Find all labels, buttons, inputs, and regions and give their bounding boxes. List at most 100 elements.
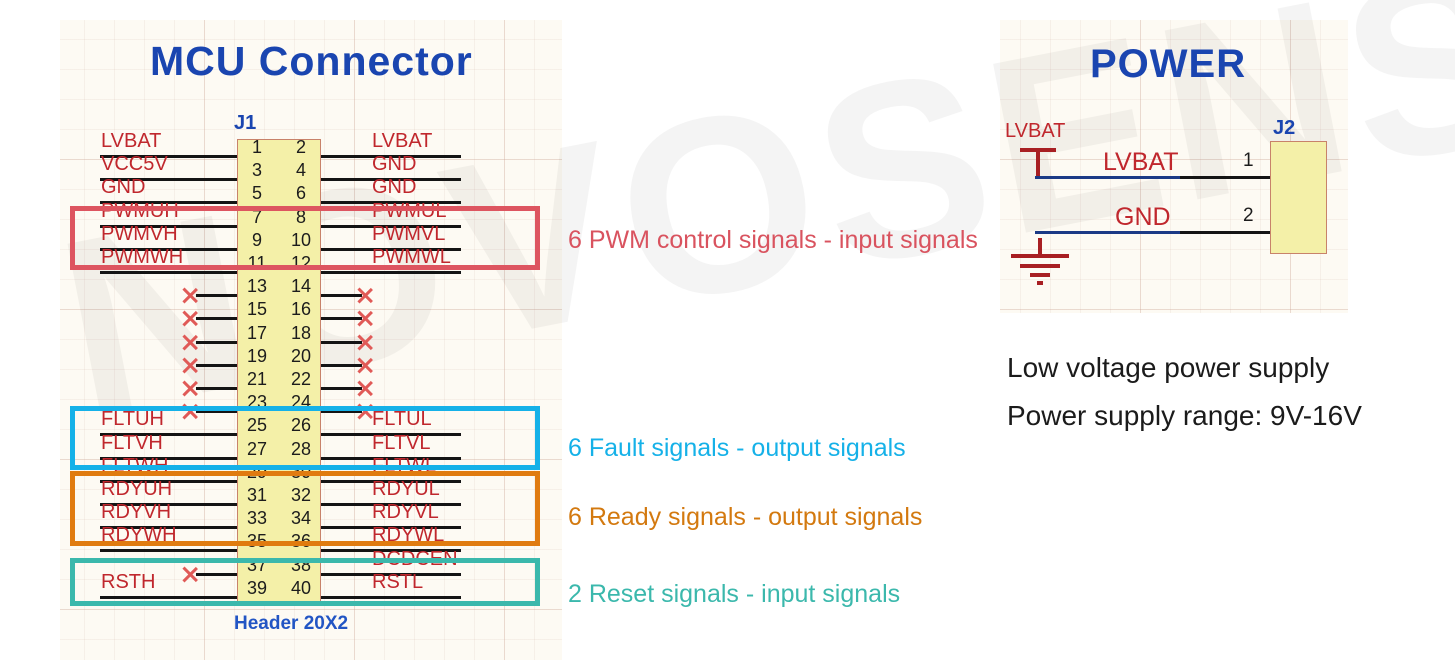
j1-pin-number-17: 17: [246, 322, 268, 343]
j1-part-label: Header 20X2: [234, 613, 349, 634]
j1-wire-left-9: [100, 247, 237, 251]
j1-pin-number-13: 13: [246, 276, 268, 297]
j1-pin-number-20: 20: [290, 345, 312, 366]
j1-pin-number-9: 9: [251, 229, 262, 250]
net-label-pwmvl: PWMVL: [372, 222, 446, 245]
j1-pin-number-15: 15: [246, 299, 268, 320]
j1-wire-right-30: [321, 479, 461, 483]
highlight-box-ready: [70, 471, 540, 546]
gnd-net-wire: [1035, 231, 1242, 234]
j1-pin-number-19: 19: [246, 345, 268, 366]
annotation-pwm: 6 PWM control signals - input signals: [568, 226, 978, 254]
j1-pin-number-33: 33: [246, 508, 268, 529]
j2-pin-2-number: 2: [1243, 205, 1254, 226]
j1-pin-number-18: 18: [290, 322, 312, 343]
highlight-box-fault: [70, 406, 540, 470]
j1-pin-number-2: 2: [295, 137, 306, 157]
j1-wire-right-22: [321, 387, 362, 390]
j1-wire-right-10: [321, 247, 461, 251]
gnd-ground-symbol: [1005, 238, 1075, 285]
j1-pin-number-8: 8: [295, 206, 306, 227]
j1-pin-number-39: 39: [246, 577, 268, 598]
lvbat-power-symbol: [1013, 148, 1063, 180]
j1-wire-right-34: [321, 526, 461, 530]
j1-wire-left-15: [196, 317, 237, 321]
lvbat-net-wire: [1035, 176, 1242, 179]
net-label-vcc5v: VCC5V: [101, 153, 168, 176]
net-label-fltul: FLTUL: [372, 408, 432, 431]
j1-pin-number-6: 6: [295, 183, 306, 204]
j1-wire-left-17: [196, 340, 237, 344]
j1-pin-number-7: 7: [251, 206, 262, 227]
j1-wire-left-11: [100, 271, 237, 274]
j1-wire-right-24: [321, 410, 362, 414]
j1-pin-number-22: 22: [290, 369, 312, 389]
j1-connector-body: [237, 139, 321, 602]
gnd-pin-wire: [1180, 231, 1270, 234]
j1-wire-right-6: [321, 201, 461, 205]
j1-wire-right-38: [321, 572, 461, 576]
j1-pin-number-27: 27: [246, 438, 268, 459]
j1-wire-left-23: [196, 410, 237, 414]
j1-wire-right-28: [321, 456, 461, 460]
j1-wire-right-16: [321, 317, 362, 321]
j1-wire-left-1: [100, 155, 237, 158]
annotation-reset: 2 Reset signals - input signals: [568, 580, 901, 608]
j1-pin-number-32: 32: [290, 485, 312, 505]
net-label-rdyvl: RDYVL: [372, 501, 439, 524]
j2-refdes-label: J2: [1273, 117, 1296, 139]
j1-wire-right-36: [321, 549, 461, 553]
j1-refdes-label: J1: [234, 112, 257, 134]
net-label-pwmwh: PWMWH: [101, 246, 184, 268]
j1-wire-left-33: [100, 526, 237, 530]
lvbat-port-label: LVBAT: [1005, 120, 1066, 142]
net-label-fltvh: FLTVH: [101, 431, 163, 454]
j1-wire-left-21: [196, 387, 237, 390]
j1-pin-number-28: 28: [290, 438, 312, 459]
j1-wire-right-40: [321, 595, 461, 599]
j1-wire-left-39: [100, 595, 237, 599]
j1-wire-left-7: [100, 224, 237, 228]
j1-wire-right-4: [321, 178, 461, 182]
j1-wire-right-12: [321, 271, 461, 274]
j1-pin-number-40: 40: [290, 577, 312, 598]
j1-wire-left-31: [100, 503, 237, 506]
net-label-rdyvh: RDYVH: [101, 501, 172, 524]
j1-wire-left-37: [196, 572, 237, 576]
j1-wire-right-8: [321, 224, 461, 228]
j1-wire-left-29: [100, 479, 237, 483]
power-note-line-2: Power supply range: 9V-16V: [1007, 400, 1362, 431]
j1-wire-right-2: [321, 155, 461, 158]
j1-wire-left-27: [100, 456, 237, 460]
net-label-pwmvh: PWMVH: [101, 222, 178, 245]
annotation-ready: 6 Ready signals - output signals: [568, 503, 923, 531]
net-label-lvbat: LVBAT: [101, 130, 162, 152]
net-label-gnd: GND: [372, 176, 417, 199]
j2-connector-body: [1270, 141, 1327, 254]
j1-pin-number-25: 25: [246, 415, 268, 436]
j1-pin-number-4: 4: [295, 160, 306, 181]
net-label-fltuh: FLTUH: [101, 408, 164, 431]
net-label-rdyuh: RDYUH: [101, 478, 173, 500]
j1-wire-left-5: [100, 201, 237, 205]
j1-pin-number-10: 10: [290, 229, 312, 250]
lvbat-net-label: LVBAT: [1103, 148, 1179, 176]
j1-wire-left-19: [196, 363, 237, 367]
j1-wire-right-26: [321, 433, 461, 437]
net-label-rdywl: RDYWL: [372, 524, 445, 547]
net-label-fltvl: FLTVL: [372, 431, 431, 454]
net-label-rdywh: RDYWH: [101, 524, 177, 547]
j1-pin-number-1: 1: [251, 137, 262, 157]
j1-pin-number-3: 3: [251, 160, 262, 181]
j1-wire-left-35: [100, 549, 237, 553]
highlight-box-reset: [70, 558, 540, 606]
power-note-line-1: Low voltage power supply: [1007, 352, 1330, 383]
net-label-pwmwl: PWMWL: [372, 246, 451, 268]
j1-pin-number-14: 14: [290, 276, 312, 297]
j1-wire-right-14: [321, 294, 362, 298]
net-label-rsth: RSTH: [101, 570, 156, 593]
highlight-box-pwm: [70, 206, 540, 270]
j2-pin-1-number: 1: [1243, 150, 1254, 171]
